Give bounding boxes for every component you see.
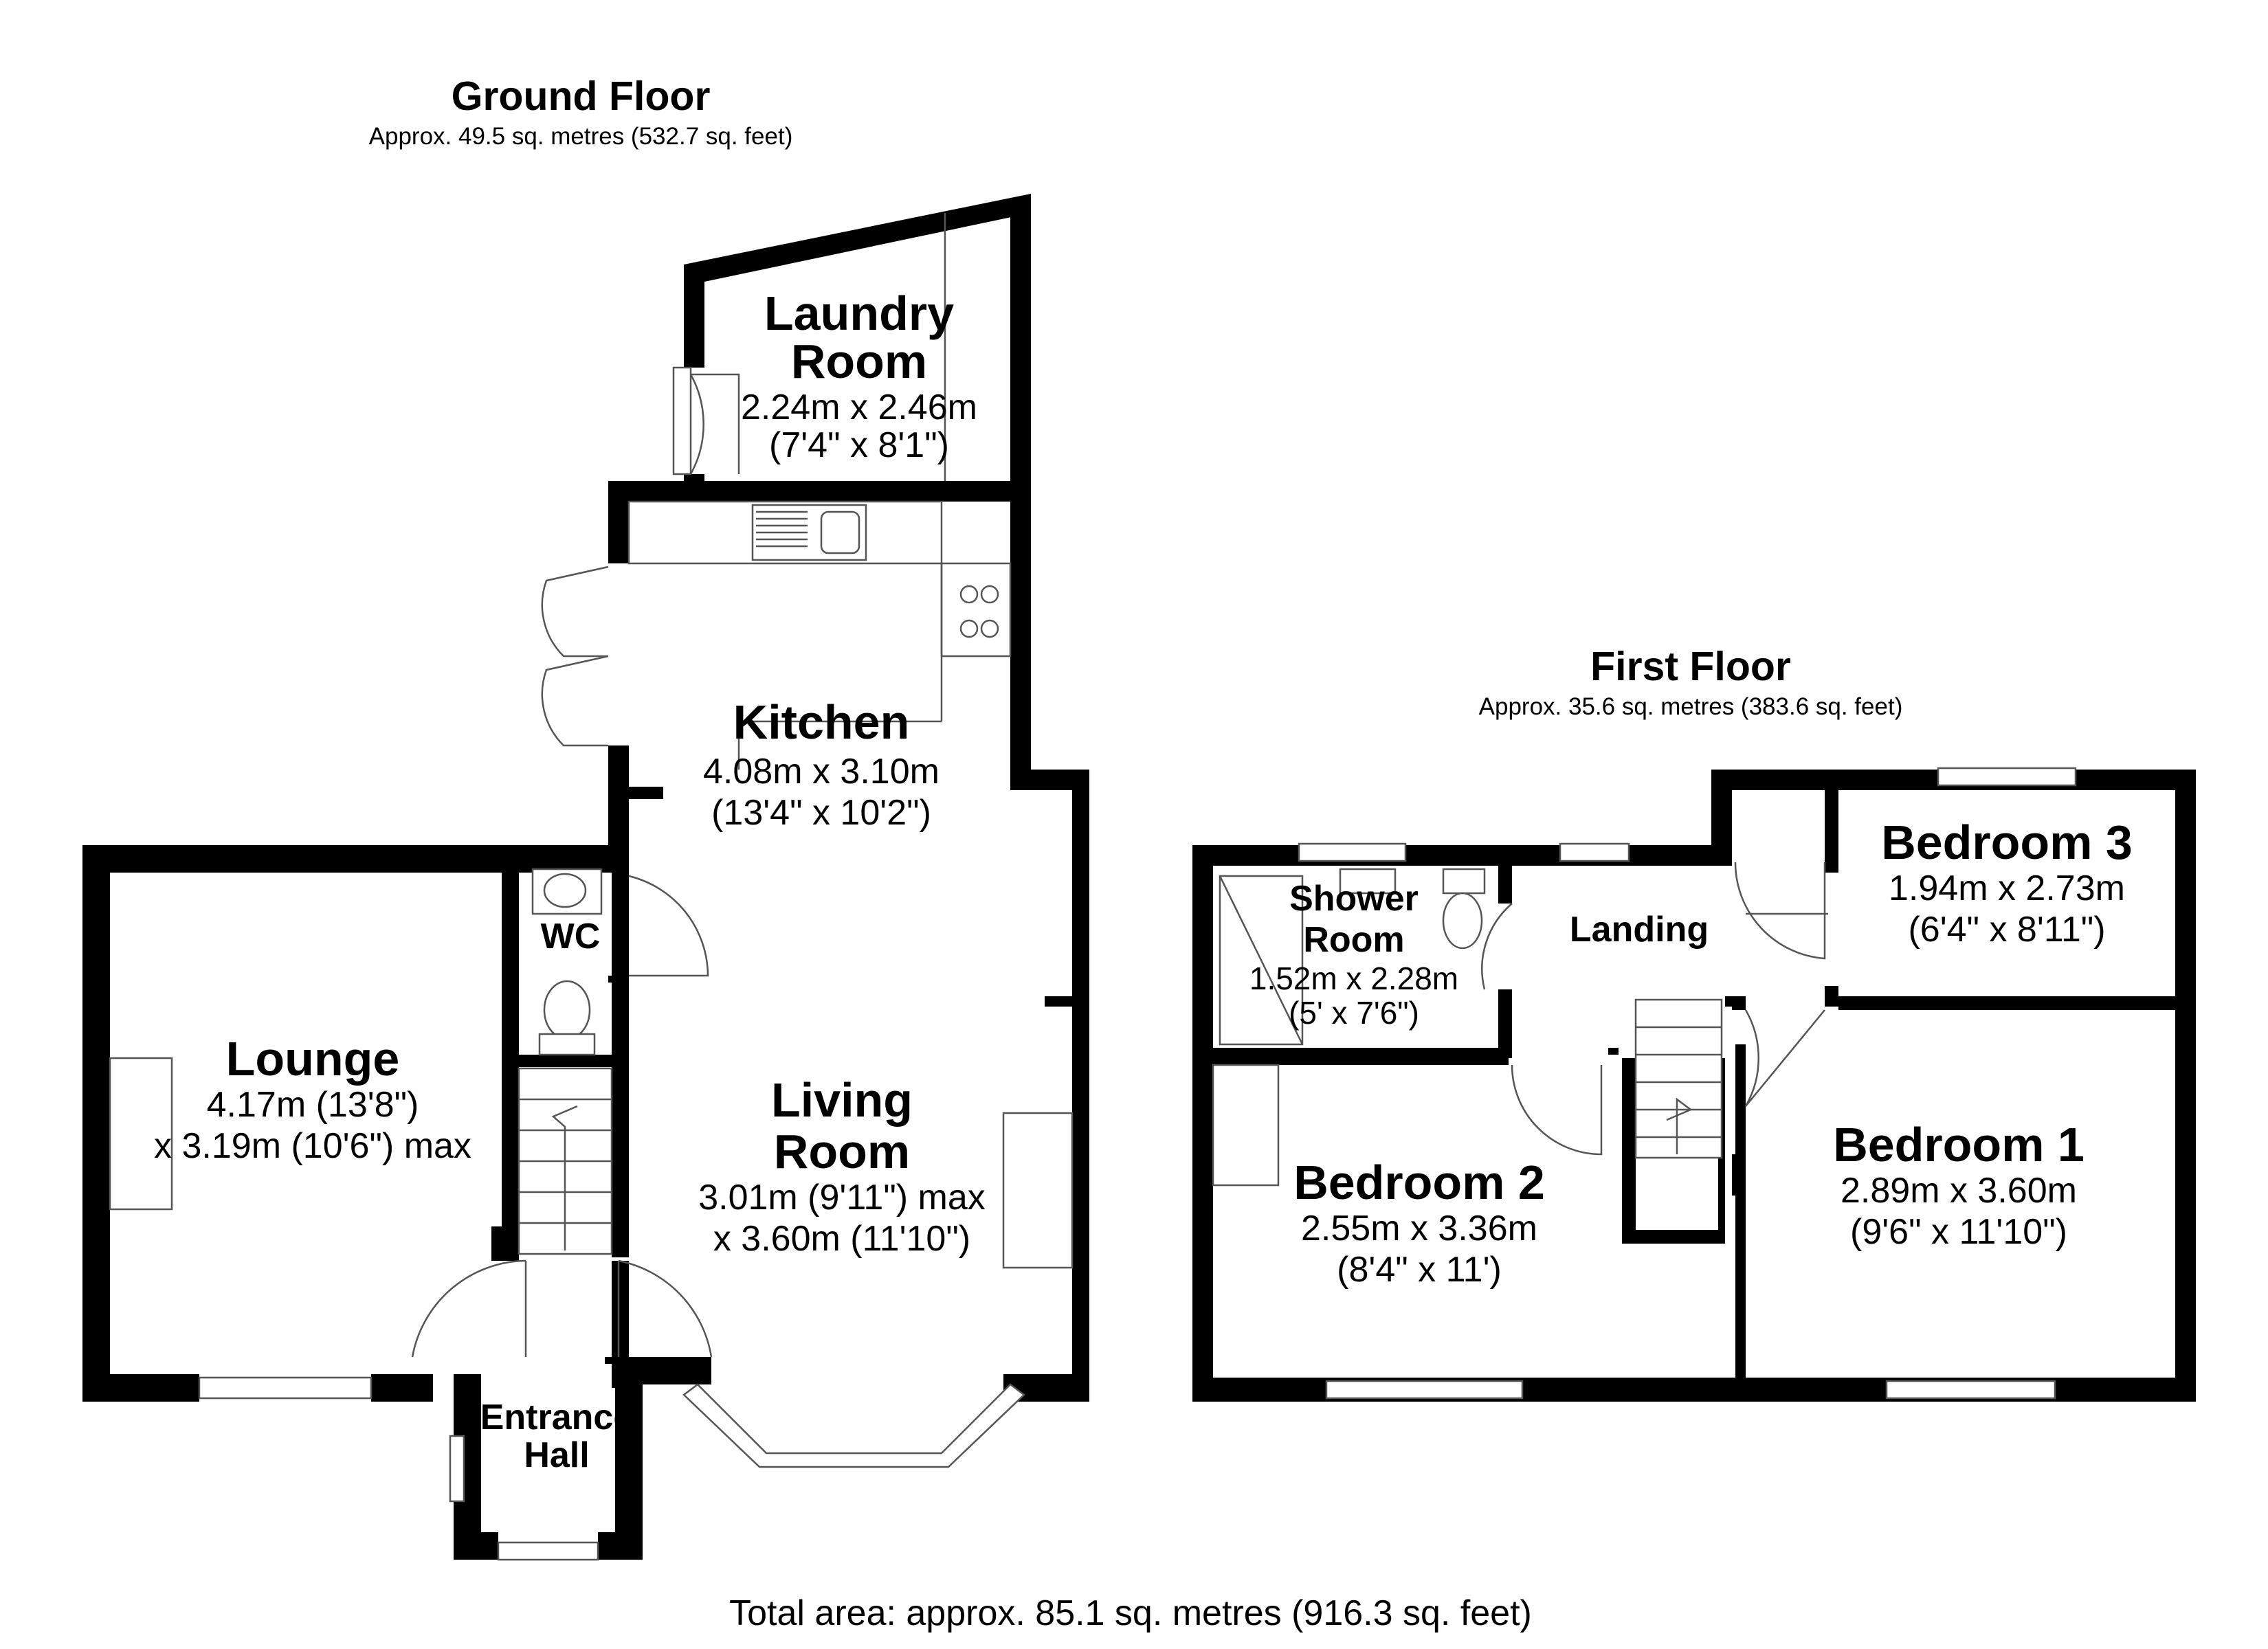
laundry-dim-2: (7'4" x 8'1") xyxy=(769,425,949,465)
kitchen-dim-2: (13'4" x 10'2") xyxy=(711,793,931,833)
ground-stairs xyxy=(518,1067,613,1255)
kitchen-walls xyxy=(608,481,1089,855)
shower-dim-1: 1.52m x 2.28m xyxy=(1249,961,1458,996)
wc-name: WC xyxy=(541,917,601,956)
bedroom3-dim-2: (6'4" x 8'11") xyxy=(1908,910,2105,950)
kitchen-fixtures xyxy=(627,213,1012,770)
living-dim-1: 3.01m (9'11") max xyxy=(698,1178,986,1218)
laundry-name-2: Room xyxy=(791,335,927,388)
ground-floor-title: Ground Floor xyxy=(452,74,711,119)
shower-name-1: Shower xyxy=(1289,879,1419,919)
bedroom3-label: Bedroom 3 1.94m x 2.73m (6'4" x 8'11") xyxy=(1881,816,2133,950)
entrance-walls xyxy=(454,1357,711,1560)
first-windows xyxy=(1298,767,2077,1400)
lounge-fireplace xyxy=(109,1057,173,1211)
laundry-dim-1: 2.24m x 2.46m xyxy=(741,388,977,427)
bedroom2-dim-2: (8'4" x 11') xyxy=(1337,1250,1502,1290)
living-fireplace xyxy=(1002,1112,1074,1269)
shower-name-2: Room xyxy=(1303,920,1404,960)
living-name-2: Room xyxy=(774,1125,910,1178)
laundry-room-label: Laundry Room 2.24m x 2.46m (7'4" x 8'1") xyxy=(741,287,977,465)
shower-fixtures xyxy=(1219,868,1486,1046)
bedroom3-dim-1: 1.94m x 2.73m xyxy=(1889,868,2125,908)
lounge-name: Lounge xyxy=(226,1032,400,1086)
lounge-label: Lounge 4.17m (13'8") x 3.19m (10'6") max xyxy=(154,1032,471,1166)
entrance-hall-label: Entrance Hall xyxy=(480,1398,634,1475)
ground-floor-area: Approx. 49.5 sq. metres (532.7 sq. feet) xyxy=(369,123,793,150)
bedroom2-label: Bedroom 2 2.55m x 3.36m (8'4" x 11') xyxy=(1293,1156,1545,1290)
first-stairs xyxy=(1634,998,1723,1159)
ground-floor-plan xyxy=(82,194,1089,1561)
entrance-name-1: Entrance xyxy=(480,1398,634,1437)
kitchen-label: Kitchen 4.08m x 3.10m (13'4" x 10'2") xyxy=(703,695,940,833)
living-name-1: Living xyxy=(771,1073,913,1127)
total-area: Total area: approx. 85.1 sq. metres (916… xyxy=(729,1593,1532,1633)
bedroom3-name: Bedroom 3 xyxy=(1881,816,2133,869)
wc-walls xyxy=(519,859,629,1257)
living-walls xyxy=(612,770,1089,1402)
wc-fixtures xyxy=(531,868,603,1056)
first-floor-area: Approx. 35.6 sq. metres (383.6 sq. feet) xyxy=(1479,693,1903,720)
shower-room-label: Shower Room 1.52m x 2.28m (5' x 7'6") xyxy=(1249,879,1458,1031)
living-room-label: Living Room 3.01m (9'11") max x 3.60m (1… xyxy=(698,1073,986,1259)
lounge-dim-1: 4.17m (13'8") xyxy=(207,1085,419,1125)
kitchen-name: Kitchen xyxy=(733,695,910,749)
ground-windows xyxy=(198,366,1025,1561)
laundry-name-1: Laundry xyxy=(764,287,954,340)
bedroom2-cupboard xyxy=(1212,1064,1280,1187)
bedroom1-label: Bedroom 1 2.89m x 3.60m (9'6" x 11'10") xyxy=(1833,1118,2084,1252)
landing-name: Landing xyxy=(1570,910,1709,950)
bedroom2-dim-1: 2.55m x 3.36m xyxy=(1301,1209,1537,1248)
first-doors xyxy=(1481,862,1828,1156)
entrance-name-2: Hall xyxy=(524,1435,589,1475)
first-floor-plan xyxy=(1192,767,2196,1402)
shower-dim-2: (5' x 7'6") xyxy=(1289,995,1419,1031)
bedroom2-name: Bedroom 2 xyxy=(1293,1156,1545,1209)
kitchen-dim-1: 4.08m x 3.10m xyxy=(703,752,940,792)
first-floor-title: First Floor xyxy=(1590,644,1791,689)
bedroom1-dim-1: 2.89m x 3.60m xyxy=(1841,1171,2077,1211)
bedroom1-dim-2: (9'6" x 11'10") xyxy=(1850,1212,2067,1252)
lounge-walls xyxy=(82,845,629,1402)
lounge-dim-2: x 3.19m (10'6") max xyxy=(154,1126,471,1166)
bedroom1-name: Bedroom 1 xyxy=(1833,1118,2084,1171)
living-dim-2: x 3.60m (11'10") xyxy=(713,1219,970,1259)
ground-doors xyxy=(411,373,740,1358)
